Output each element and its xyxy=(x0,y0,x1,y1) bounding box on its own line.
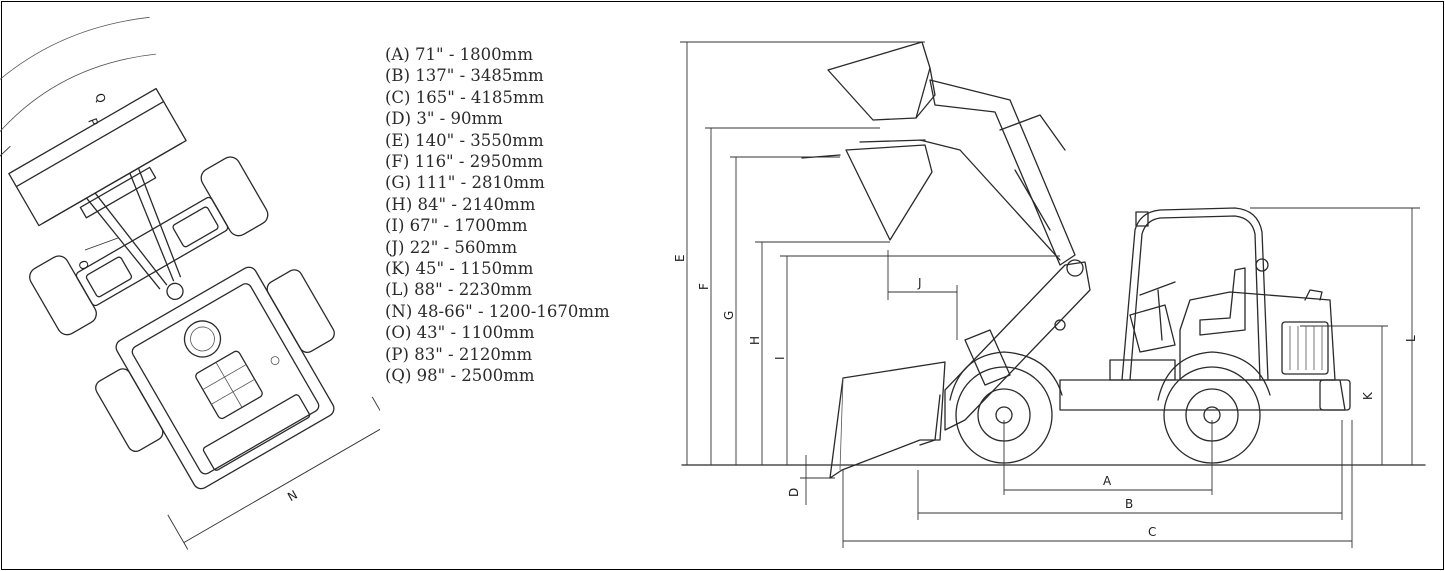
fuel-cap xyxy=(270,356,280,366)
rear-wheel-right xyxy=(266,269,335,353)
steering-hub xyxy=(190,326,215,352)
legend-item-i: (I) 67" - 1700mm xyxy=(385,216,528,236)
engine-grille xyxy=(1281,321,1329,375)
front-wheel-rim xyxy=(977,388,1031,442)
articulation-joint xyxy=(1109,359,1176,381)
legend-item-n: (N) 48-66" - 1200-1670mm xyxy=(385,301,610,321)
dim-label-g: G xyxy=(722,311,736,320)
front-fender xyxy=(949,351,1063,401)
legend-item-l: (L) 88" - 2230mm xyxy=(385,280,533,300)
dim-label-i: I xyxy=(773,356,787,360)
dim-label-o: O xyxy=(75,258,91,272)
legend-item-d: (D) 3" - 90mm xyxy=(385,109,503,129)
dim-label-h: H xyxy=(748,336,762,345)
rops-mirror xyxy=(1255,258,1269,272)
dim-label-l: L xyxy=(1404,335,1418,342)
legend-item-g: (G) 111" - 2810mm xyxy=(385,173,545,193)
tilt-cylinder-lowered xyxy=(964,329,1011,386)
bucket-edge xyxy=(15,100,165,188)
bucket-lowered-back xyxy=(919,394,941,446)
rear-fender xyxy=(1157,351,1271,401)
dim-label-q: Q xyxy=(92,91,108,105)
bucket-lowered xyxy=(829,361,946,479)
legend-item-a: (A) 71" - 1800mm xyxy=(385,45,533,64)
legend-item-h: (H) 84" - 2140mm xyxy=(385,194,536,214)
dimensions-legend: (A) 71" - 1800mm (B) 137" - 3485mm (C) 1… xyxy=(385,44,610,387)
exhaust-pipe xyxy=(1304,289,1323,301)
dim-label-b: B xyxy=(1125,497,1133,511)
bucket-raised-high xyxy=(827,41,931,121)
bucket-mid-top xyxy=(859,139,926,143)
rops-frame xyxy=(1121,207,1269,381)
bucket-mid-lip xyxy=(801,154,841,159)
front-fender-left xyxy=(85,256,133,298)
dashboard xyxy=(1129,304,1176,353)
front-axle-frame xyxy=(75,196,229,307)
n-dim-ext-right xyxy=(371,396,380,432)
articulation-pivot xyxy=(166,282,184,300)
arm-pivot-mid xyxy=(1054,319,1066,331)
turning-radius-arc xyxy=(0,16,150,133)
dim-label-a: A xyxy=(1103,474,1112,488)
rear-counterweight xyxy=(1319,379,1351,411)
inner-turning-arc xyxy=(0,53,156,156)
tilt-link-high xyxy=(999,114,1066,151)
dim-label-k: K xyxy=(1361,391,1375,400)
rear-wheel-rim xyxy=(1185,388,1239,442)
operator-seat-side xyxy=(1199,267,1246,336)
chassis-frame xyxy=(1059,379,1346,411)
o-dim-line xyxy=(84,237,119,251)
legend-item-e: (E) 140" - 3550mm xyxy=(385,130,544,150)
lift-arm-right-inner xyxy=(129,172,175,282)
steering-column xyxy=(1139,281,1176,341)
rops-light xyxy=(1135,211,1149,227)
lift-arm-left xyxy=(85,197,161,290)
dim-label-c: C xyxy=(1148,525,1156,539)
dim-label-f: F xyxy=(697,283,711,290)
arm-crossbar xyxy=(79,166,157,219)
lift-arm-right xyxy=(137,167,182,278)
seat-line-3 xyxy=(215,362,243,408)
rear-wheel-left xyxy=(95,368,164,452)
dim-label-j: J xyxy=(917,276,922,290)
legend-item-b: (B) 137" - 3485mm xyxy=(385,66,544,86)
bucket-raised-high-back xyxy=(915,67,936,119)
rops-frame-inner xyxy=(1129,215,1261,381)
lift-arm-raised-mid xyxy=(919,139,1061,261)
legend-item-f: (F) 116" - 2950mm xyxy=(385,152,543,172)
front-wheel-hub xyxy=(995,406,1013,424)
legend-item-k: (K) 45" - 1150mm xyxy=(385,259,534,279)
engine-hood xyxy=(202,394,311,471)
steering-wheel xyxy=(183,320,222,358)
lift-arm-left-inner xyxy=(94,192,168,286)
front-fender-right xyxy=(172,206,219,248)
front-wheel xyxy=(955,366,1053,464)
dim-label-p: P xyxy=(85,116,101,128)
p-dim-line xyxy=(0,145,11,186)
lift-arm-raised-high xyxy=(929,79,1076,266)
legend-item-q: (Q) 98" - 2500mm xyxy=(385,366,535,386)
dim-label-d: D xyxy=(787,488,801,497)
lift-cylinder-mid xyxy=(1014,169,1051,231)
dim-label-e: E xyxy=(673,254,687,262)
legend-item-c: (C) 165" - 4185mm xyxy=(385,87,545,107)
top-view-drawing: N Q P O xyxy=(0,16,380,550)
bucket-lowered-side xyxy=(839,377,844,471)
rear-wheel-hub xyxy=(1203,406,1221,424)
arm-pivot-top xyxy=(1066,259,1084,277)
legend-item-o: (O) 43" - 1100mm xyxy=(385,323,535,343)
bucket-lip xyxy=(42,142,183,224)
n-dim-ext-left xyxy=(167,514,189,550)
bucket-raised-mid xyxy=(845,144,933,241)
rear-wheel xyxy=(1163,366,1261,464)
legend-item-j: (J) 22" - 560mm xyxy=(385,237,518,257)
rear-body-inner xyxy=(131,283,320,475)
lift-arm-lowered xyxy=(944,261,1091,431)
n-dim-line xyxy=(183,424,380,543)
legend-item-p: (P) 83" - 2120mm xyxy=(385,344,533,364)
